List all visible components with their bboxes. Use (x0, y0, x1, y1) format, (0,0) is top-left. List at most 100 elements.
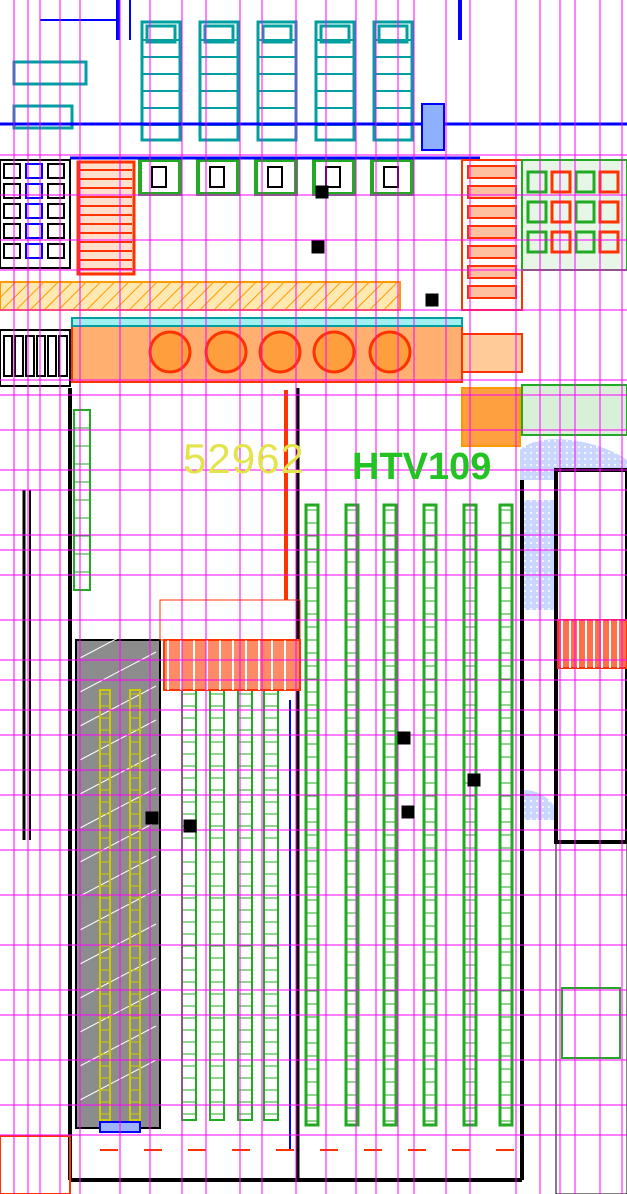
dock-bay-2 (198, 20, 240, 142)
right-lane (555, 841, 627, 1194)
office-fixture (3, 183, 21, 199)
dock-head (145, 24, 177, 44)
dock-head (319, 24, 351, 44)
truck-bay-top (12, 60, 88, 86)
sorter-wheel (312, 330, 356, 374)
gray-zone-hatch (79, 719, 157, 761)
fixture-symbol-5 (467, 773, 481, 787)
dock-bay-4 (314, 20, 356, 142)
dock-door-frame (209, 166, 225, 188)
office-fixture (25, 243, 43, 259)
gray-zone-hatch (79, 1025, 157, 1067)
office-fixture (3, 243, 21, 259)
office-fixture (3, 203, 21, 219)
office-fixture (47, 163, 65, 179)
gray-zone-hatch (79, 889, 157, 931)
machine-unit (526, 170, 548, 194)
equipment-bay (467, 185, 517, 199)
transfer-unit (461, 333, 523, 373)
pallet-rack-6 (498, 503, 514, 1127)
dock-door-5 (370, 158, 414, 196)
office-fixture (47, 335, 57, 377)
office-fixture (25, 335, 35, 377)
stair-conveyor (76, 160, 136, 276)
machine-unit (526, 230, 548, 254)
fixture-symbol-1 (311, 240, 325, 254)
fixture-symbol-4 (401, 805, 415, 819)
dock-head (261, 24, 293, 44)
gray-zone-hatch (79, 753, 157, 795)
fixture-symbol-2 (425, 293, 439, 307)
office-fixture (25, 223, 43, 239)
dock-bay-1 (140, 20, 182, 142)
orange-bins (461, 387, 521, 447)
gray-zone-hatch (79, 1059, 157, 1101)
dock-head (203, 24, 235, 44)
office-fixture (47, 203, 65, 219)
office-fixture (36, 335, 46, 377)
gray-zone-hatch (79, 651, 157, 693)
machine-unit (526, 200, 548, 224)
gray-storage-zone (75, 639, 161, 1129)
office-fixture (25, 183, 43, 199)
drawing-code-label: 52962 (183, 435, 305, 482)
office-fixture (14, 335, 24, 377)
sorter-wheel (148, 330, 192, 374)
gray-zone-hatch (79, 855, 157, 897)
pallet-rack-2 (344, 503, 360, 1127)
office-fixture (47, 243, 65, 259)
office-fixture (3, 163, 21, 179)
equipment-bay (467, 205, 517, 219)
dock-bay-5 (372, 20, 414, 142)
equipment-bay (467, 165, 517, 179)
office-fixture (47, 223, 65, 239)
dock-door-2 (196, 158, 240, 196)
equipment-bay (467, 265, 517, 279)
cyan-rail (71, 317, 463, 327)
office-fixture (3, 223, 21, 239)
pallet-rack-3 (382, 503, 398, 1127)
sorter-wheel (258, 330, 302, 374)
sorter-wheel (368, 330, 412, 374)
machine-unit (550, 200, 572, 224)
gray-zone-hatch (79, 821, 157, 863)
gray-zone-hatch (79, 923, 157, 965)
bottom-left-block (0, 1135, 71, 1194)
yellow-rack (129, 689, 141, 1121)
machine-unit (574, 230, 596, 254)
pallet-rack-4 (422, 503, 438, 1127)
gray-zone-hatch (79, 991, 157, 1033)
office-fixture (3, 335, 13, 377)
office-fixture (25, 203, 43, 219)
office-fixture (47, 183, 65, 199)
gray-zone-hatch (79, 685, 157, 727)
equipment-bay (467, 285, 517, 299)
fixture-symbol-6 (145, 811, 159, 825)
dotted-area-bottom (524, 790, 560, 820)
dock-door-frame (267, 166, 283, 188)
dock-door-frame (151, 166, 167, 188)
equipment-bay (467, 245, 517, 259)
equipment-block (421, 103, 445, 151)
equipment-bay (467, 225, 517, 239)
gray-zone-hatch (79, 957, 157, 999)
fixture-symbol-8 (315, 185, 329, 199)
office-fixture (25, 163, 43, 179)
right-conveyor-block (557, 619, 627, 669)
gray-zone-hatch (79, 617, 157, 659)
dock-door-1 (138, 158, 182, 196)
dotted-area-side (524, 500, 558, 610)
machine-unit (574, 200, 596, 224)
machine-unit (550, 230, 572, 254)
yellow-rack (99, 689, 111, 1121)
fixture-symbol-3 (397, 731, 411, 745)
pallet-rack-1 (304, 503, 320, 1127)
machine-unit (574, 170, 596, 194)
machine-unit (550, 170, 572, 194)
office-fixture (58, 335, 68, 377)
zone-label: HTV109 (352, 446, 492, 488)
fixture-symbol-7 (183, 819, 197, 833)
dock-head (377, 24, 409, 44)
green-frame-right (561, 987, 621, 1059)
